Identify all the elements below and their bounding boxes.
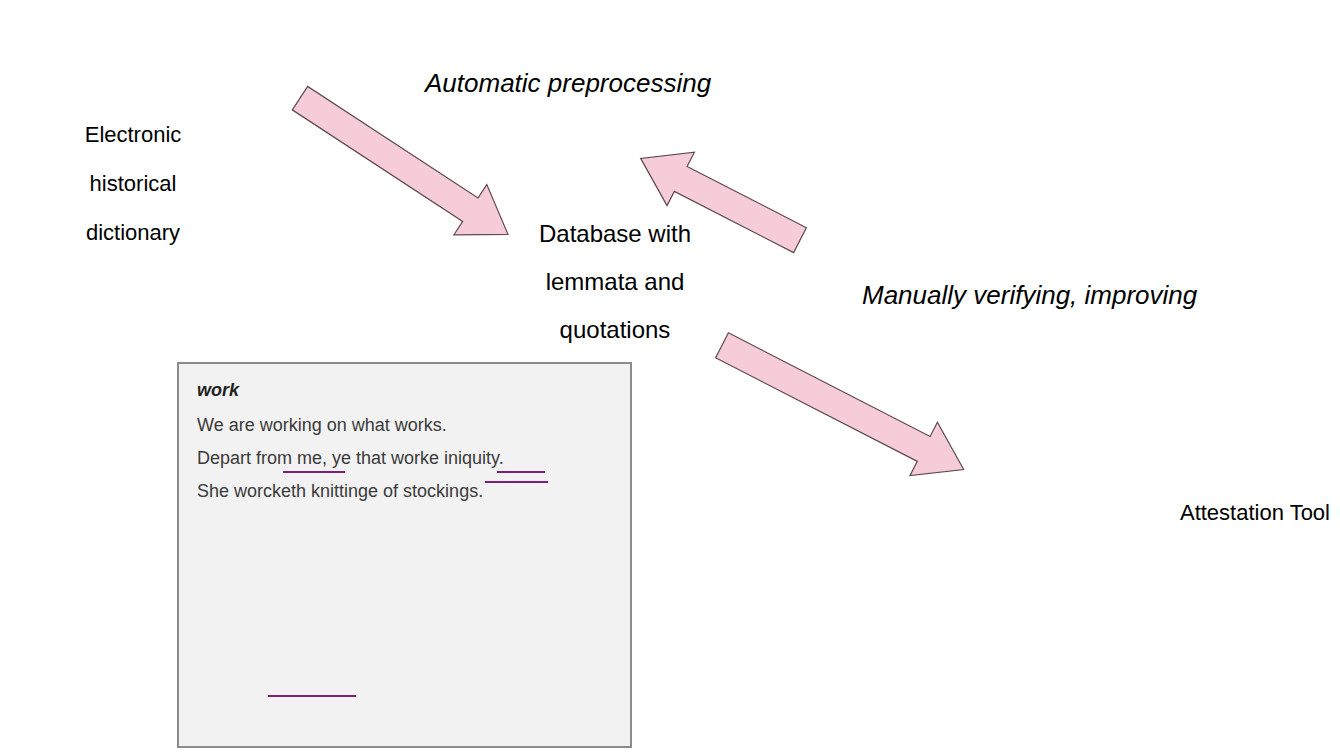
shirt bbox=[1122, 188, 1166, 248]
process-label: Manually verifying, improving bbox=[862, 280, 1197, 311]
tie bbox=[1136, 192, 1154, 252]
page-sheet bbox=[8, 63, 258, 322]
suit-body bbox=[1080, 188, 1205, 342]
hair bbox=[1115, 99, 1173, 142]
quotation-text: We are working on what works. bbox=[197, 409, 572, 442]
quotation-text: Depart from me, ye that worke iniquity. bbox=[197, 442, 572, 475]
word-underline bbox=[485, 481, 548, 483]
cylinder-body bbox=[509, 100, 721, 391]
keyboard bbox=[1035, 355, 1200, 392]
document-stack: Electronic historical dictionary bbox=[8, 8, 300, 330]
dict-outline bbox=[8, 8, 300, 330]
node-label: Electronic historical dictionary bbox=[58, 110, 208, 257]
quotation-text: She worcketh knittinge of stockings. bbox=[197, 475, 572, 508]
monitor-side bbox=[1062, 170, 1072, 355]
flow-arrow bbox=[716, 333, 964, 476]
page-sheet bbox=[58, 8, 308, 267]
monitor bbox=[982, 170, 1062, 370]
word-underline bbox=[268, 695, 356, 697]
flow-arrow bbox=[292, 86, 508, 234]
hand bbox=[1114, 351, 1154, 369]
word-underline bbox=[497, 471, 545, 473]
tool-label: Attestation Tool bbox=[1180, 500, 1330, 526]
monitor-stand bbox=[995, 360, 1062, 400]
example-box: workWe are working on what works.Depart … bbox=[177, 362, 632, 748]
node-label: Database with lemmata and quotations bbox=[515, 210, 715, 354]
page-sheet bbox=[33, 36, 283, 295]
word-underline bbox=[283, 471, 345, 473]
lemma-heading: work bbox=[197, 374, 572, 407]
cylinder-rim bbox=[509, 127, 721, 154]
process-label: Automatic preprocessing bbox=[425, 68, 711, 99]
database-cylinder: Database with lemmata and quotations bbox=[508, 100, 722, 392]
head bbox=[1116, 106, 1170, 178]
